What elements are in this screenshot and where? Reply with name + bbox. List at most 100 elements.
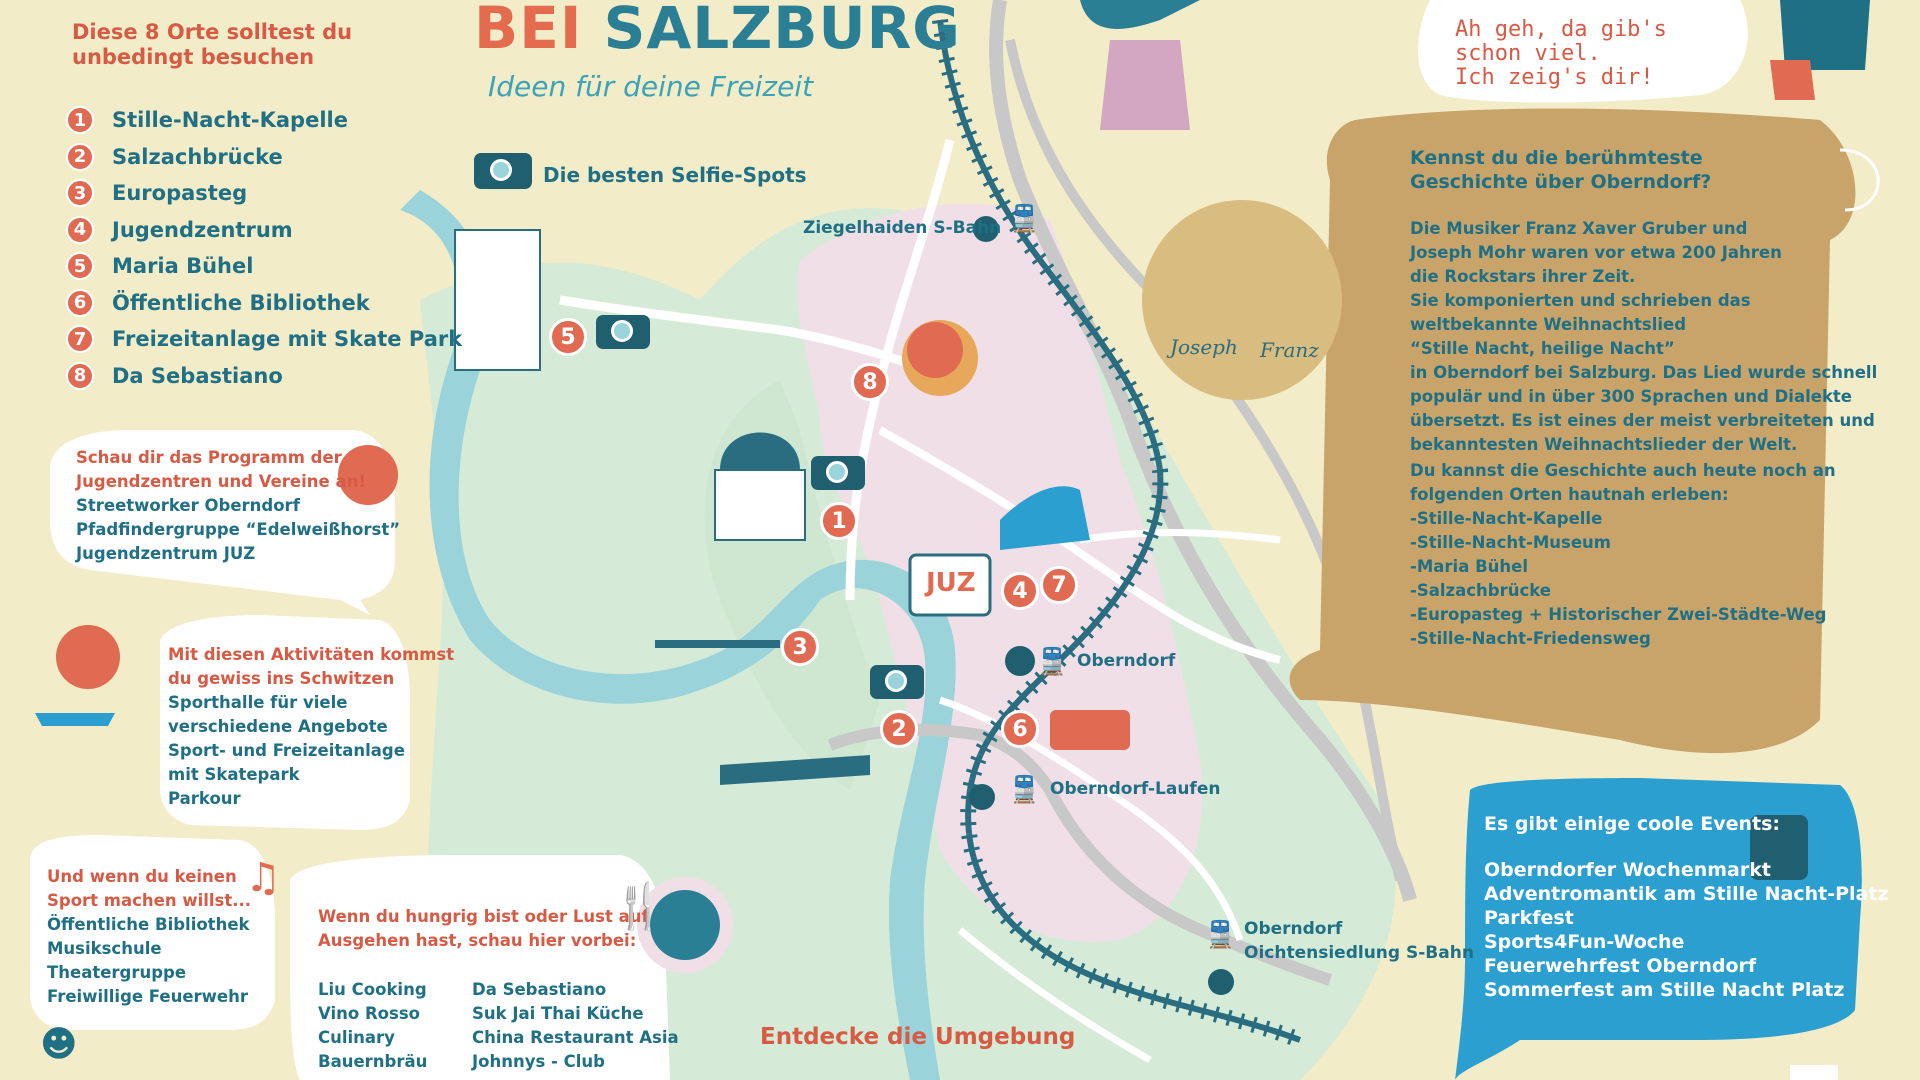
train-icon-oichten: 🚆 [1204, 920, 1237, 950]
books-shape [1050, 710, 1130, 750]
place-item-4[interactable]: 4 Jugendzentrum [66, 212, 462, 249]
youth-bubble-shape [50, 430, 395, 615]
story-line-17: -Europasteg + Historischer Zwei-Städte-W… [1410, 605, 1827, 624]
place-item-6[interactable]: 6 Öffentliche Bibliothek [66, 285, 462, 322]
story-line-4: Sie komponierten und schrieben das [1410, 291, 1751, 310]
story-line-7: in Oberndorf bei Salzburg. Das Lied wurd… [1410, 363, 1878, 382]
speech-line-3: Ich zeig's dir! [1455, 65, 1654, 90]
places-heading-line-1: Diese 8 Orte solltest du [72, 20, 353, 44]
portrait-circle [1142, 200, 1342, 400]
theater-masks-icon: ☻ [40, 1024, 78, 1065]
youth-box: Schau dir das Programm der Jugendzentren… [76, 446, 400, 566]
youth-item-juz: Jugendzentrum JUZ [76, 544, 256, 563]
map-marker-3[interactable]: 3 [781, 628, 819, 666]
station-dot-laufen [969, 784, 995, 810]
story-line-1: Die Musiker Franz Xaver Gruber und [1410, 219, 1748, 238]
event-item-2: Adventromantik am Stille Nacht-Platz [1484, 883, 1889, 905]
camera-icon-legend [474, 153, 532, 189]
skateboard-shape [35, 713, 115, 726]
train-icon-oberndorf: 🚆 [1036, 647, 1069, 677]
street-6 [957, 927, 1152, 1064]
juz-label: JUZ [926, 568, 976, 598]
story-line-5: weltbekannte Weihnachtslied [1410, 315, 1687, 334]
place-label: Stille-Nacht-Kapelle [112, 108, 348, 133]
speech-line-2: schon viel. [1455, 41, 1601, 66]
restaurant-johnnys-club: Johnnys - Club [472, 1052, 605, 1071]
station-dot-oberndorf [1005, 646, 1035, 676]
story-heading-2: Geschichte über Oberndorf? [1410, 171, 1712, 193]
map-marker-4[interactable]: 4 [1001, 572, 1039, 610]
place-number-badge: 1 [66, 106, 94, 135]
salzach-river [400, 190, 956, 1080]
place-item-2[interactable]: 2 Salzachbrücke [66, 139, 462, 176]
station-dot-ziegelhaiden [973, 216, 999, 242]
speech-bubble: Ah geh, da gib's schon viel. Ich zeig's … [1455, 18, 1667, 90]
person-left-hair [1080, 0, 1200, 29]
place-number-badge: 2 [66, 142, 94, 171]
story-line-8: populär und in über 300 Sprachen und Dia… [1410, 387, 1852, 406]
restaurant-suk-jai: Suk Jai Thai Küche [472, 1004, 644, 1023]
skate-ramp [1000, 486, 1090, 550]
selfie-legend: Die besten Selfie-Spots [543, 163, 807, 187]
page-title: BEI SALZBURG [474, 0, 961, 62]
place-number-badge: 6 [66, 288, 94, 317]
sport-heading-1: Mit diesen Aktivitäten kommst [168, 645, 455, 664]
street-5 [1079, 529, 1281, 544]
person-right-shirt [1780, 0, 1870, 70]
map-marker-6[interactable]: 6 [1001, 710, 1039, 748]
map-marker-5[interactable]: 5 [549, 318, 587, 356]
youth-heading-1: Schau dir das Programm der [76, 448, 342, 467]
fork-icon: 🍴 [612, 881, 667, 932]
place-number-badge: 8 [66, 361, 94, 390]
place-number-badge: 3 [66, 179, 94, 208]
place-label: Europasteg [112, 181, 248, 206]
europasteg-shape [655, 640, 780, 648]
station-label-oberndorf: Oberndorf [1077, 651, 1176, 671]
road-main [989, 0, 1417, 902]
sport-heading-2: du gewiss ins Schwitzen [168, 669, 395, 688]
culture-item-4: Freiwillige Feuerwehr [47, 987, 248, 1006]
person-right-pants [1770, 60, 1815, 100]
sport-bubble-shape [160, 615, 410, 830]
map-marker-2[interactable]: 2 [880, 710, 918, 748]
portrait-name-franz: Franz [1260, 338, 1319, 362]
station-label-oichten-1: Oberndorf [1244, 919, 1343, 939]
sport-item-3: Sport- und Freizeitanlage [168, 741, 405, 760]
sport-box: Mit diesen Aktivitäten kommst du gewiss … [168, 643, 454, 811]
place-label: Jugendzentrum [112, 217, 293, 242]
story-line-16: -Salzachbrücke [1410, 581, 1551, 600]
explore-label: Entdecke die Umgebung [760, 1024, 1076, 1050]
place-label: Öffentliche Bibliothek [112, 290, 370, 315]
sport-item-5: Parkour [168, 789, 241, 808]
road-east [1005, 39, 1405, 882]
map-marker-7[interactable]: 7 [1040, 566, 1078, 604]
parchment-scroll [1289, 108, 1856, 754]
places-list: 1 Stille-Nacht-Kapelle 2 Salzachbrücke 3 Euro… [66, 102, 462, 394]
story-heading: Kennst du die berühmteste Geschichte übe… [1410, 146, 1711, 194]
event-item-5: Feuerwehrfest Oberndorf [1484, 955, 1757, 977]
sport-item-2: verschiedene Angebote [168, 717, 388, 736]
place-item-1[interactable]: 1 Stille-Nacht-Kapelle [66, 102, 462, 139]
place-item-3[interactable]: 3 Europasteg [66, 175, 462, 212]
train-icon-ziegelhaiden: 🚆 [1008, 204, 1041, 234]
story-line-18: -Stille-Nacht-Friedensweg [1410, 629, 1651, 648]
culture-heading-2: Sport machen willst... [47, 891, 252, 910]
story-line-12: folgenden Orten hautnah erleben: [1410, 485, 1729, 504]
map-marker-1[interactable]: 1 [820, 502, 858, 540]
event-item-6: Sommerfest am Stille Nacht Platz [1484, 979, 1845, 1001]
culture-item-2: Musikschule [47, 939, 162, 958]
map-marker-8[interactable]: 8 [851, 363, 889, 401]
station-dot-oichten [1208, 969, 1234, 995]
bridge-salzach [720, 755, 870, 785]
culture-bubble-shape [30, 835, 275, 1030]
story-line-3: die Rockstars ihrer Zeit. [1410, 267, 1636, 286]
place-label: Salzachbrücke [112, 144, 283, 169]
place-number-badge: 4 [66, 215, 94, 244]
culture-heading-1: Und wenn du keinen [47, 867, 237, 886]
music-notes-icon: ♫ [245, 855, 281, 901]
